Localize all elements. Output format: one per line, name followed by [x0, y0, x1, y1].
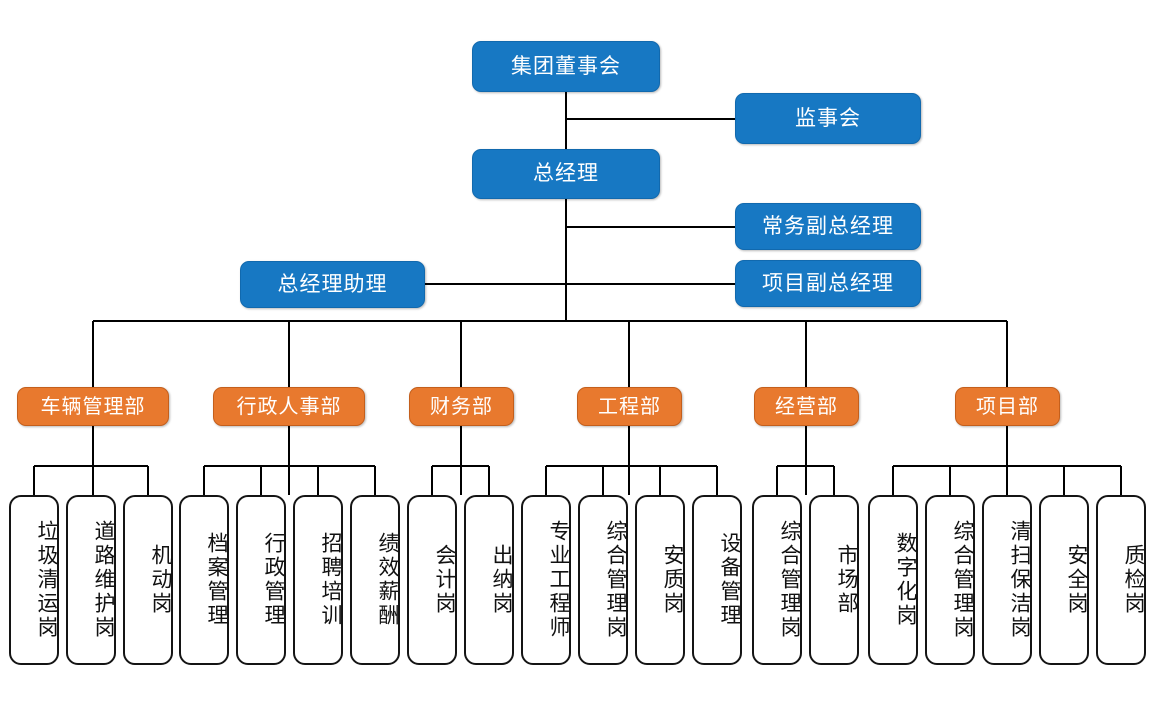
node-department-operations[interactable]: 经营部 [754, 387, 859, 426]
node-position-recruitment-training[interactable]: 招聘培训 [293, 495, 343, 665]
node-position-marketing[interactable]: 市场部 [809, 495, 859, 665]
node-position-road-maintenance[interactable]: 道路维护岗 [66, 495, 116, 665]
node-position-project-general-management[interactable]: 综合管理岗 [925, 495, 975, 665]
node-general-manager-assistant[interactable]: 总经理助理 [240, 261, 425, 308]
node-position-safety-quality[interactable]: 安质岗 [635, 495, 685, 665]
node-position-cashier[interactable]: 出纳岗 [464, 495, 514, 665]
node-board[interactable]: 集团董事会 [472, 41, 660, 92]
node-department-project[interactable]: 项目部 [955, 387, 1060, 426]
node-department-engineering[interactable]: 工程部 [577, 387, 682, 426]
node-position-digitalization[interactable]: 数字化岗 [868, 495, 918, 665]
node-position-records-management[interactable]: 档案管理 [179, 495, 229, 665]
node-position-quality-inspection[interactable]: 质检岗 [1096, 495, 1146, 665]
node-supervisory-board[interactable]: 监事会 [735, 93, 921, 144]
node-position-accounting[interactable]: 会计岗 [407, 495, 457, 665]
node-general-manager[interactable]: 总经理 [472, 149, 660, 199]
node-department-vehicle-management[interactable]: 车辆管理部 [17, 387, 169, 426]
node-position-cleaning-sanitation[interactable]: 清扫保洁岗 [982, 495, 1032, 665]
node-position-administrative-management[interactable]: 行政管理 [236, 495, 286, 665]
node-department-finance[interactable]: 财务部 [409, 387, 514, 426]
node-position-performance-compensation[interactable]: 绩效薪酬 [350, 495, 400, 665]
node-project-vice-general-manager[interactable]: 项目副总经理 [735, 260, 921, 307]
node-executive-vice-general-manager[interactable]: 常务副总经理 [735, 203, 921, 250]
node-position-engineering-general-management[interactable]: 综合管理岗 [578, 495, 628, 665]
node-position-mobile-duty[interactable]: 机动岗 [123, 495, 173, 665]
node-position-equipment-management[interactable]: 设备管理 [692, 495, 742, 665]
node-position-garbage-transport[interactable]: 垃圾清运岗 [9, 495, 59, 665]
node-position-professional-engineer[interactable]: 专业工程师 [521, 495, 571, 665]
node-position-safety[interactable]: 安全岗 [1039, 495, 1089, 665]
node-position-operations-general-management[interactable]: 综合管理岗 [752, 495, 802, 665]
node-department-administration-hr[interactable]: 行政人事部 [213, 387, 365, 426]
